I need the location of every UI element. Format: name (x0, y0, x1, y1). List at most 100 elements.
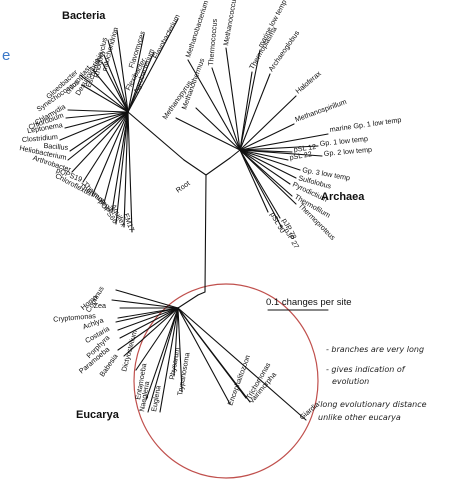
taxon-clostridium: Clostridium (22, 132, 59, 144)
archaea-branch-sulfolobus (239, 149, 297, 179)
handwritten-notes: - branches are very long - gives indicat… (318, 345, 427, 422)
note-line-5: unlike other eucarya (318, 413, 401, 422)
tree-branches (59, 18, 329, 421)
archaea-branch-haloferax (239, 95, 297, 151)
eucarya-branch-babesia (123, 307, 179, 357)
archaea-stem-branch (229, 149, 241, 159)
bacteria-branch-heliobacterium (67, 111, 129, 161)
taxon-methanococcus: Methanococcus (221, 0, 239, 46)
archaea-branch-psl-12 (239, 149, 293, 153)
note-line-3: evolution (332, 377, 369, 386)
taxon-labels: FlexibacterFlavobacteriumAgrobacteriumFl… (19, 0, 402, 422)
eucarya-branch-coprinus (115, 289, 179, 309)
bacteria-branch-pops66 (115, 111, 129, 225)
bacteria-branch-chloroflexus (91, 111, 129, 197)
bacteria-branch-thermotoga (111, 111, 129, 213)
note-line-4: 'long evolutionary distance (318, 400, 427, 409)
bacteria-branch-synechococcus (81, 84, 129, 113)
bacteria-branch-mitochondrion (116, 29, 129, 113)
archaea-branch-methanobacterium (187, 59, 241, 151)
bacteria-branch-flavobacterium (127, 18, 179, 113)
archaea-branch-psl-22 (239, 149, 289, 161)
taxon-thermococcus: Thermococcus (206, 18, 219, 66)
bacteria-branch-chlamydia (67, 109, 129, 113)
taxon-flavobacterium: Flavobacterium (151, 13, 182, 61)
scale-label: 0.1 changes per site (266, 297, 352, 308)
eucarya-branch-homo (111, 299, 179, 309)
taxon-zea: Zea (94, 301, 106, 310)
eucarya-branch-cryptomonas (117, 307, 179, 319)
eucarya-branch-naegleria (147, 307, 179, 413)
archaea-branch-pyrodictium (239, 149, 291, 185)
archaea-branch-thermoproteus (239, 149, 297, 205)
archaea-branch-methanopyrus (175, 117, 241, 151)
bacteria-branch-gloeobacter (79, 74, 129, 113)
archaea-branch-methanococcus (225, 47, 241, 151)
archaea-branch-marine-low-temp (239, 49, 261, 151)
note-line-2: - gives indication of (326, 365, 406, 374)
eucarya-branch-entamoeba (145, 307, 179, 401)
bacteria-branch-chloroplast (92, 69, 129, 113)
bacteria-branch-flexibacter (127, 61, 147, 113)
bacteria-branch-rhodocyclus (107, 39, 129, 113)
taxon-cryptomonas: Cryptomonas (53, 311, 97, 324)
archaea-branch-psl-50 (239, 149, 269, 213)
archaea-branch-gp-1-low-temp (239, 145, 319, 151)
root-label: Root (174, 179, 192, 195)
trunk-to-archaea-branch (205, 157, 231, 176)
eucarya-branch-vairimorpha (177, 307, 251, 403)
taxon-methanobacterium: Methanobacterium (183, 0, 210, 59)
taxon-haloferax: Haloferax (294, 69, 324, 96)
bacteria-branch-thermus (103, 111, 129, 204)
eucarya-branch-physarum (173, 307, 179, 377)
eucarya-branch-euglena (159, 307, 179, 413)
bacteria-branch-bacillus (69, 111, 129, 152)
eucarya-branch-trypanosoma (177, 307, 183, 393)
archaea-branch-methanothermus (195, 107, 241, 151)
trunk-to-bacteria-branch (183, 159, 207, 176)
taxon-psl-22: pSL 22 (289, 149, 313, 162)
bacteria-branch-agrobacterium (127, 51, 155, 113)
bacteria-branch-leptonema (64, 111, 129, 129)
bacteria-stem-branch (127, 111, 185, 161)
note-line-1: - branches are very long (326, 345, 424, 354)
eucarya-branch-porphyra (119, 307, 179, 339)
eucarya-branch-achlya (115, 307, 179, 323)
trunk-to-eucarya-branch (197, 291, 206, 296)
archaea-branch-pjp-78 (239, 149, 281, 219)
eucarya-label: Eucarya (76, 409, 120, 421)
bacteria-branch-arthrobacter (71, 111, 129, 173)
archaea-branch-gp-3-low-temp (239, 149, 301, 171)
archaea-branch-archaeoglobus (239, 73, 271, 151)
archaea-branch-methanospirillum (239, 123, 295, 151)
eucarya-branch-costaria (117, 307, 179, 331)
eucarya-branch-dictyostelium (135, 307, 179, 371)
trunk-branch (204, 174, 207, 293)
bacteria-branch-flavomyces (127, 33, 145, 113)
eucarya-branch-encephalitozoon (177, 307, 231, 405)
eucarya-branch-giardia (177, 307, 307, 421)
eucarya-circle (133, 283, 319, 479)
archaea-branch-marine-gp-1-low-temp (239, 133, 329, 151)
eucarya-stem-branch (177, 294, 199, 309)
eucarya-branch-paramoeba (117, 307, 179, 351)
margin-letter: e (2, 47, 10, 64)
taxon-psl-12: pSL 12 (293, 142, 317, 154)
taxon-marine-gp-1-low-temp: marine Gp. 1 low temp (329, 115, 402, 134)
taxon-gp-2-low-temp: Gp. 2 low temp (323, 145, 372, 158)
bacteria-branch-desulfovibrio (101, 61, 129, 113)
archaea-label: Archaea (321, 191, 365, 203)
bacteria-branch-clostridium (59, 111, 129, 141)
bacteria-label: Bacteria (62, 10, 106, 22)
taxon-dictyostelium: Dictyostelium (119, 329, 139, 373)
archaea-branch-thermoplasma (239, 71, 253, 151)
bacteria-branch-chlorobium (65, 111, 129, 119)
archaea-branch-pjp-27 (239, 149, 283, 229)
taxon-bacillus: Bacillus (43, 141, 69, 152)
bacteria-branch-pops19 (82, 111, 129, 183)
bacteria-branch-em17 (127, 111, 133, 233)
taxon-methanospirillum: Methanospirillum (294, 97, 348, 124)
bacteria-branch-escherichia (103, 54, 129, 113)
archaea-branch-thermococcus (211, 67, 241, 151)
